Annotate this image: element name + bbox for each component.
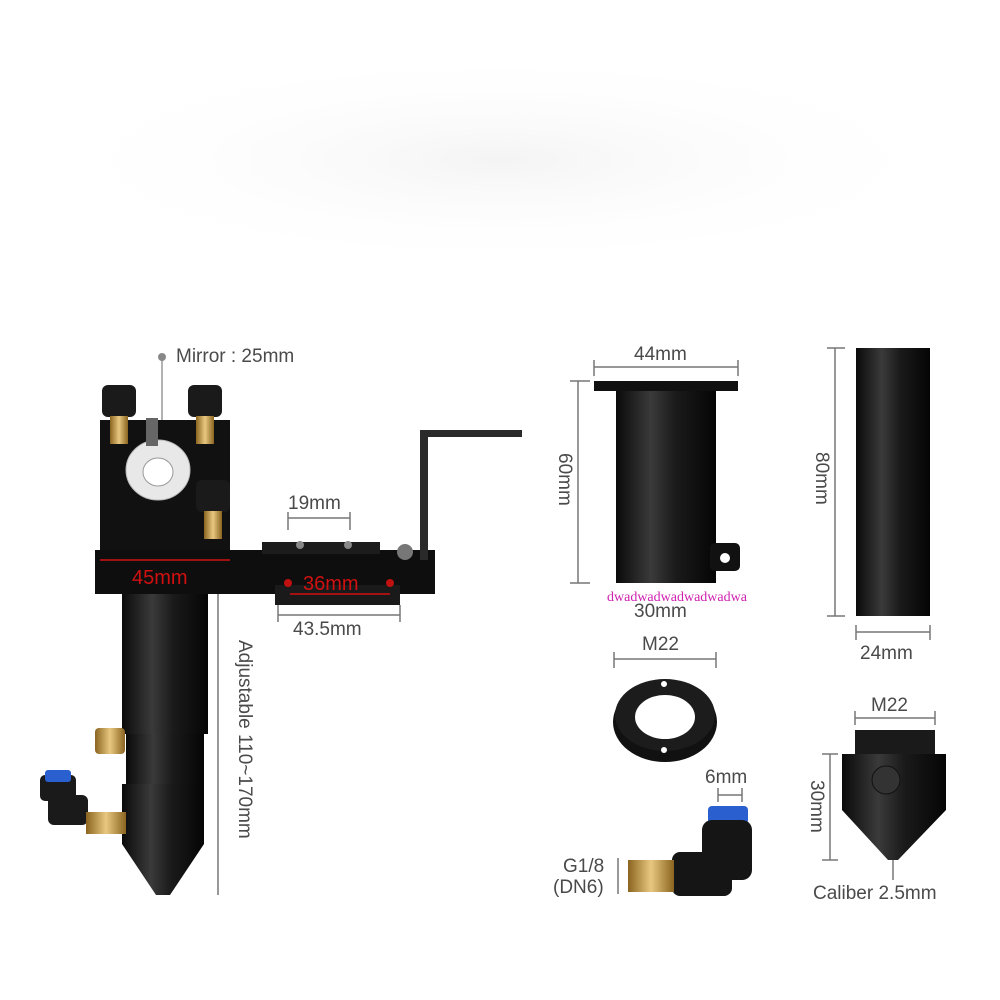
bracket — [420, 430, 522, 560]
long-tube-height-label: 80mm — [811, 452, 832, 505]
ring-thread-label: M22 — [642, 634, 679, 655]
nozzle-caliber-label: Caliber 2.5mm — [813, 883, 937, 904]
lens-tube — [122, 594, 208, 734]
short-tube-height-label: 60mm — [554, 453, 575, 506]
nozzle — [822, 711, 946, 880]
width-36mm-label: 36mm — [303, 573, 359, 595]
elbow-fitting — [617, 788, 752, 896]
ring — [613, 652, 717, 762]
watermark-text: dwadwadwadwadwadwa — [607, 590, 747, 605]
short-tube — [570, 360, 740, 584]
fitting-thread-sub-label: (DN6) — [553, 877, 604, 898]
laser-head-assembly — [40, 353, 522, 895]
mirror-size-label: Mirror : 25mm — [176, 346, 295, 367]
adjustable-length-label: Adjustable 110~170mm — [234, 640, 255, 839]
width-45mm-label: 45mm — [132, 567, 188, 589]
width-43-5mm-label: 43.5mm — [293, 619, 362, 640]
fitting-thread-label: G1/8 — [563, 856, 605, 877]
long-tube — [827, 347, 931, 640]
fitting-size-label: 6mm — [705, 767, 748, 788]
side-air-fitting — [40, 770, 126, 834]
short-tube-top-label: 44mm — [634, 344, 687, 365]
nozzle-height-label: 30mm — [806, 780, 827, 833]
background-shadow — [30, 50, 970, 270]
nozzle-thread-label: M22 — [871, 695, 908, 716]
lens-tube-cone — [122, 844, 204, 895]
adjust-knob — [102, 385, 230, 539]
long-tube-width-label: 24mm — [860, 643, 913, 664]
short-tube-bottom-label: 30mm — [634, 601, 687, 622]
width-19mm-label: 19mm — [288, 493, 341, 514]
